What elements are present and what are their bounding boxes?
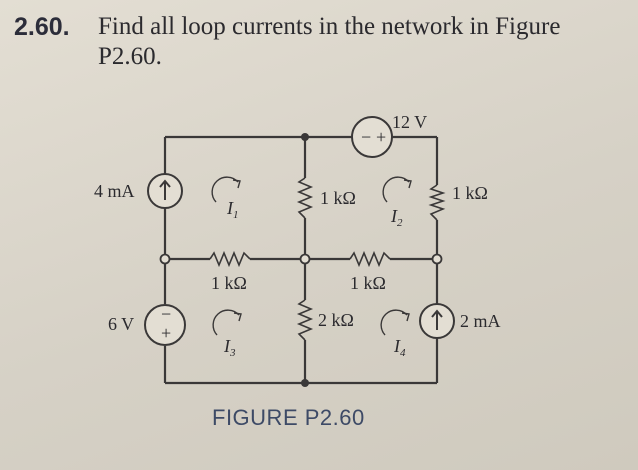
loop-arrow-i2: I2	[382, 176, 412, 229]
junction-nodes	[159, 133, 443, 387]
minus-sign: −	[161, 304, 171, 324]
loop-arrow-i4: I4	[380, 309, 410, 359]
label-r-right-horizontal: 1 kΩ	[350, 273, 386, 293]
label-12v: 12 V	[392, 112, 427, 132]
label-2ma: 2 mA	[460, 311, 501, 331]
arrow-up-icon	[159, 179, 171, 200]
arrow-up-icon	[431, 309, 443, 330]
problem-text: Find all loop currents in the network in…	[98, 13, 561, 70]
label-r-center-bottom: 2 kΩ	[318, 310, 354, 330]
minus-sign: −	[361, 127, 371, 147]
problem-number: 2.60.	[14, 13, 70, 41]
svg-text:I2: I2	[390, 206, 403, 229]
current-source-2ma	[419, 303, 455, 339]
svg-text:I1: I1	[226, 198, 239, 221]
label-r-right-vertical: 1 kΩ	[452, 183, 488, 203]
resistor-center-top	[296, 177, 314, 219]
label-6v: 6 V	[108, 314, 134, 334]
loop-arrow-i1: I1	[211, 176, 241, 221]
current-source-4ma	[147, 173, 183, 209]
voltage-source-12v: − +	[351, 116, 393, 158]
resistor-left-horizontal	[209, 250, 251, 268]
voltage-source-6v: − +	[144, 304, 186, 346]
label-r-center-top: 1 kΩ	[320, 188, 356, 208]
svg-text:I3: I3	[223, 336, 236, 359]
figure-caption: FIGURE P2.60	[212, 405, 365, 430]
resistor-right-vertical	[428, 184, 446, 221]
label-r-left-horizontal: 1 kΩ	[211, 273, 247, 293]
label-4ma: 4 mA	[94, 181, 135, 201]
plus-sign: +	[161, 323, 171, 343]
svg-text:I4: I4	[393, 336, 406, 359]
plus-sign: +	[376, 127, 386, 147]
resistor-right-horizontal	[349, 250, 391, 268]
resistor-center-bottom	[296, 299, 314, 341]
loop-arrow-i3: I3	[212, 309, 242, 359]
